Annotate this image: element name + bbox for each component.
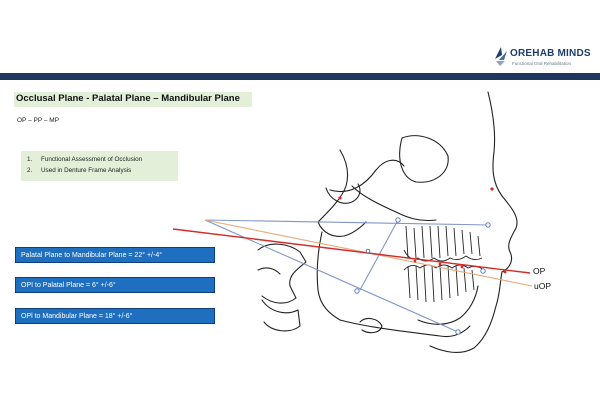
- list-item: 2.Used in Denture Frame Analysis: [27, 167, 132, 174]
- mandible-outline: [339, 285, 479, 338]
- logo-name: OREHAB MINDS: [510, 48, 591, 59]
- upper-teeth-outline: [405, 225, 481, 259]
- title-highlight: Occlusal Plane - Palatal Plane – Mandibu…: [14, 92, 252, 107]
- pterygoid-outline: [317, 221, 367, 237]
- orbit-outline: [399, 135, 449, 183]
- bird-logo-icon: [495, 47, 507, 66]
- facial-profile-outline: [429, 91, 518, 354]
- landmark-point-red: [338, 196, 342, 200]
- uses-list: 1.Functional Assessment of Occlusion 2.U…: [21, 151, 178, 181]
- landmark-point-red: [490, 187, 494, 191]
- page-subtitle: OP – PP – MP: [17, 117, 60, 124]
- maxilla-outline: [317, 149, 437, 223]
- zygoma-outline: [329, 159, 405, 192]
- mandibular-plane-line: [204, 219, 459, 333]
- ramus-outline: [316, 231, 341, 321]
- logo-tagline: Functional Oral Rehabilitation: [512, 61, 572, 66]
- op-line-label: OP: [533, 266, 546, 276]
- landmark-point-red: [460, 265, 464, 269]
- landmark-point: [354, 288, 360, 294]
- palatal-mandibular-angle-box: Palatal Plane to Mandibular Plane = 22° …: [15, 247, 215, 263]
- landmark-point: [485, 222, 491, 228]
- uop-line-label: uOP: [534, 281, 552, 291]
- landmark-point-red: [438, 262, 442, 266]
- landmark-point-red: [413, 259, 417, 263]
- cervical-vertebrae-outline: [257, 243, 307, 332]
- landmark-point: [365, 248, 371, 254]
- op-line: [172, 228, 531, 274]
- orehab-logo: OREHAB MINDS Functional Oral Rehabilitat…: [493, 44, 597, 70]
- landmark-point: [395, 217, 401, 223]
- landmark-point-red: [503, 270, 507, 274]
- page-title: Occlusal Plane - Palatal Plane – Mandibu…: [16, 93, 240, 104]
- landmark-point: [455, 329, 461, 335]
- lower-teeth-crowns: [403, 264, 485, 271]
- hyoid-outline: [359, 317, 383, 334]
- opl-mandibular-angle-box: OPl to Mandibular Plane = 18° +/-6°: [15, 308, 215, 324]
- lower-teeth-outline: [407, 265, 475, 303]
- header-bar: [0, 73, 600, 80]
- sella-outline: [325, 183, 361, 204]
- landmark-point: [480, 268, 486, 274]
- opl-palatal-angle-box: OPI to Palatal Plane = 6° +/-6°: [15, 277, 215, 293]
- palatal-plane-line: [204, 219, 491, 226]
- list-item: 1.Functional Assessment of Occlusion: [27, 156, 143, 163]
